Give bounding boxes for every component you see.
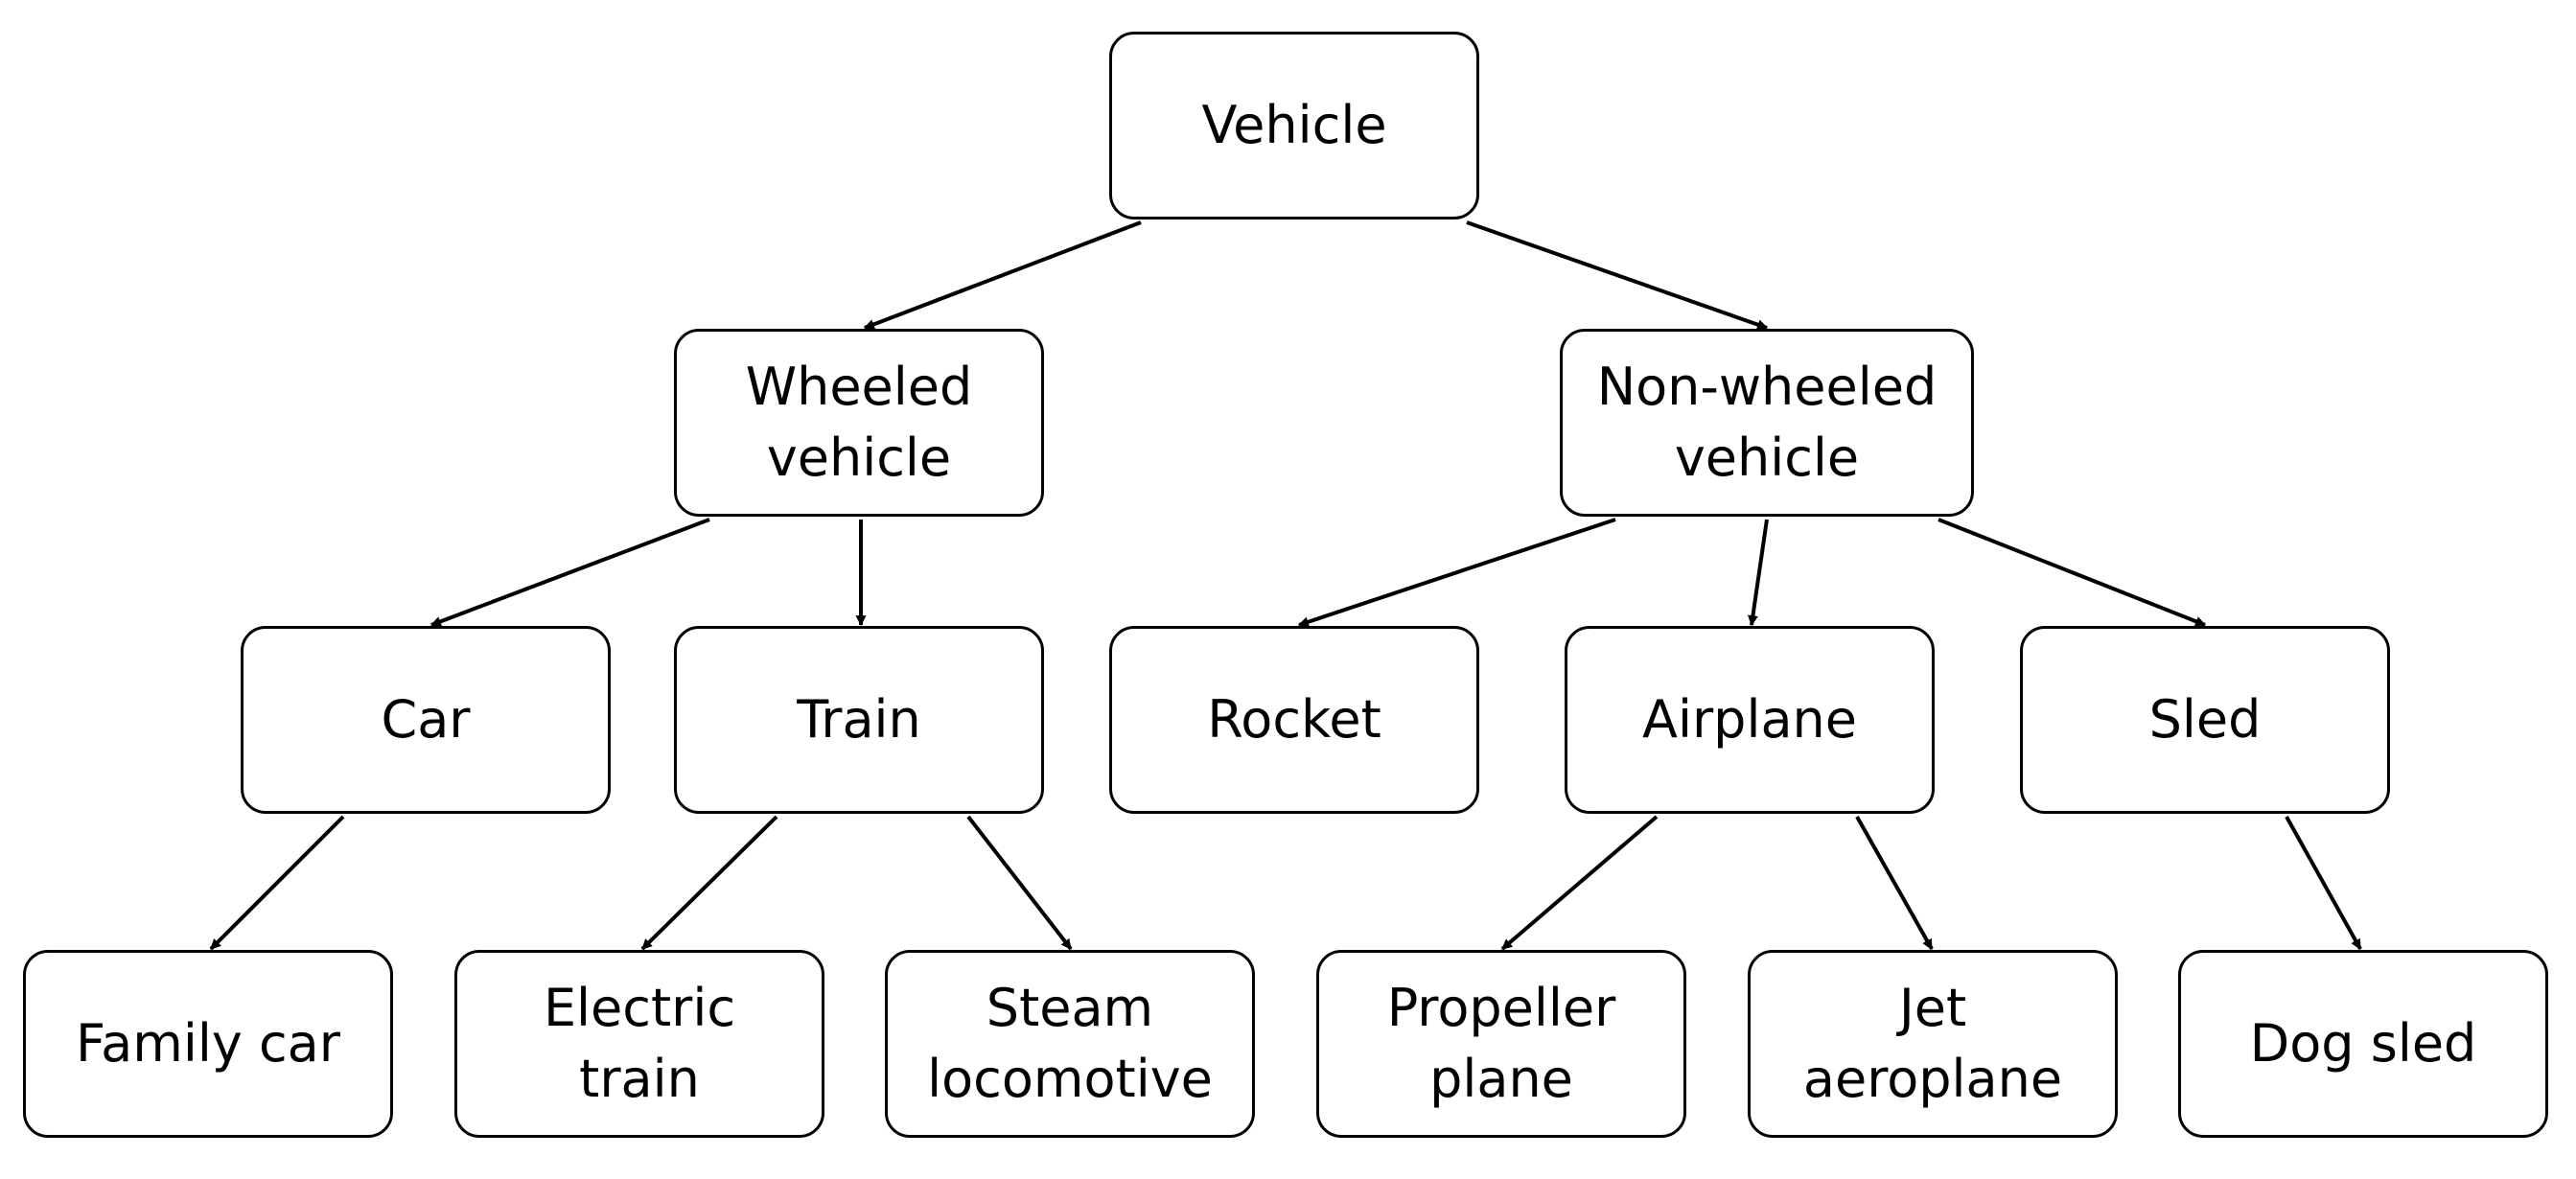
node-sled: Sled <box>2020 626 2390 814</box>
node-car: Car <box>241 626 611 814</box>
node-wheeled-vehicle: Wheeled vehicle <box>674 329 1044 517</box>
node-electric-train-label: Electric train <box>543 978 736 1109</box>
edge-vehicle-to-wheeled <box>863 220 1142 330</box>
edge-airplane-to-propeller <box>1500 815 1659 951</box>
node-non-wheeled-vehicle: Non-wheeled vehicle <box>1560 329 1974 517</box>
node-airplane: Airplane <box>1565 626 1935 814</box>
edge-train-to-steam <box>966 815 1073 951</box>
node-steam-locomotive: Steam locomotive <box>885 950 1255 1138</box>
node-steam-locomotive-label: Steam locomotive <box>927 978 1213 1109</box>
node-propeller-plane-label: Propeller plane <box>1386 978 1616 1109</box>
edge-wheeled-to-car <box>429 518 710 627</box>
edge-nonwheeled-to-rocket <box>1297 518 1616 628</box>
node-dog-sled: Dog sled <box>2178 950 2548 1138</box>
node-non-wheeled-vehicle-label: Non-wheeled vehicle <box>1596 357 1938 488</box>
node-propeller-plane: Propeller plane <box>1316 950 1686 1138</box>
edge-sled-to-dogsled <box>2285 816 2362 950</box>
node-wheeled-vehicle-label: Wheeled vehicle <box>745 357 973 488</box>
node-train: Train <box>674 626 1044 814</box>
edge-vehicle-to-nonwheeled <box>1466 220 1769 330</box>
edge-nonwheeled-to-airplane <box>1747 519 1769 627</box>
node-train-label: Train <box>797 689 921 750</box>
node-family-car: Family car <box>23 950 393 1138</box>
node-jet-aeroplane-label: Jet aeroplane <box>1802 978 2063 1109</box>
edge-train-to-electric <box>640 815 778 951</box>
node-vehicle-label: Vehicle <box>1201 95 1387 155</box>
node-rocket-label: Rocket <box>1207 689 1381 750</box>
node-family-car-label: Family car <box>76 1013 340 1074</box>
edge-car-to-familycar <box>209 815 345 951</box>
node-jet-aeroplane: Jet aeroplane <box>1748 950 2118 1138</box>
node-electric-train: Electric train <box>454 950 824 1138</box>
edge-airplane-to-jet <box>1855 816 1934 950</box>
node-vehicle: Vehicle <box>1109 32 1479 220</box>
node-car-label: Car <box>381 689 471 750</box>
node-sled-label: Sled <box>2148 689 2262 750</box>
node-rocket: Rocket <box>1109 626 1479 814</box>
edge-nonwheeled-to-sled <box>1938 518 2207 627</box>
node-airplane-label: Airplane <box>1642 689 1857 750</box>
node-dog-sled-label: Dog sled <box>2249 1013 2477 1074</box>
